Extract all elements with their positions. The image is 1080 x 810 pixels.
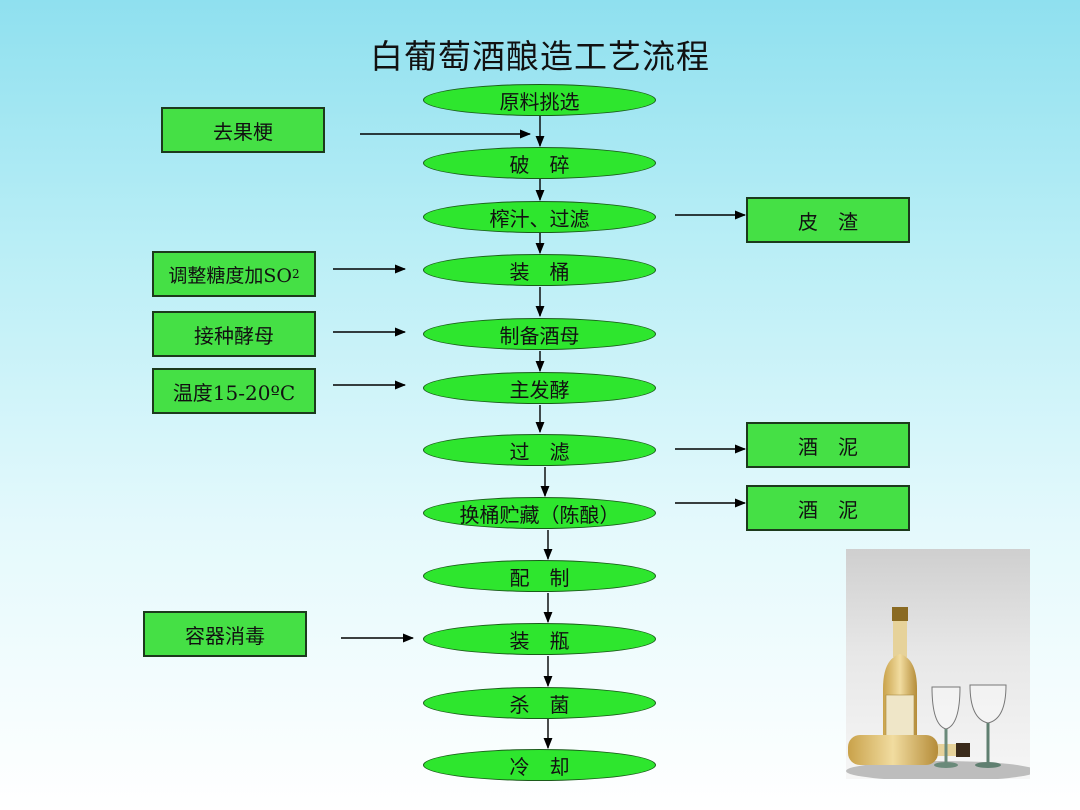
- output-pomace: 皮 渣: [746, 197, 910, 243]
- step-barreling: 装 桶: [423, 254, 656, 286]
- step-main-fermentation: 主发酵: [423, 372, 656, 404]
- input-temperature: 温度15-20ºC: [152, 368, 316, 414]
- step-filtering: 过 滤: [423, 434, 656, 466]
- subscript-2: 2: [291, 267, 300, 281]
- step-pressing-filtering: 榨汁、过滤: [423, 201, 656, 233]
- adjust-label: 调整糖度加SO: [168, 264, 292, 287]
- step-racking-aging: 换桶贮藏（陈酿）: [423, 497, 656, 529]
- step-cooling: 冷 却: [423, 749, 656, 781]
- output-lees-1: 酒 泥: [746, 422, 910, 468]
- step-prepare-yeast: 制备酒母: [423, 318, 656, 350]
- input-inoculate-yeast: 接种酵母: [152, 311, 316, 357]
- step-raw-selection: 原料挑选: [423, 84, 656, 116]
- input-destem: 去果梗: [161, 107, 325, 153]
- step-bottling: 装 瓶: [423, 623, 656, 655]
- output-lees-2: 酒 泥: [746, 485, 910, 531]
- diagram-title: 白葡萄酒酿造工艺流程: [370, 37, 710, 76]
- wine-bottle-glasses-image: [846, 549, 1030, 779]
- input-container-disinfection: 容器消毒: [143, 611, 307, 657]
- step-blending: 配 制: [423, 560, 656, 592]
- step-crushing: 破 碎: [423, 147, 656, 179]
- step-sterilization: 杀 菌: [423, 687, 656, 719]
